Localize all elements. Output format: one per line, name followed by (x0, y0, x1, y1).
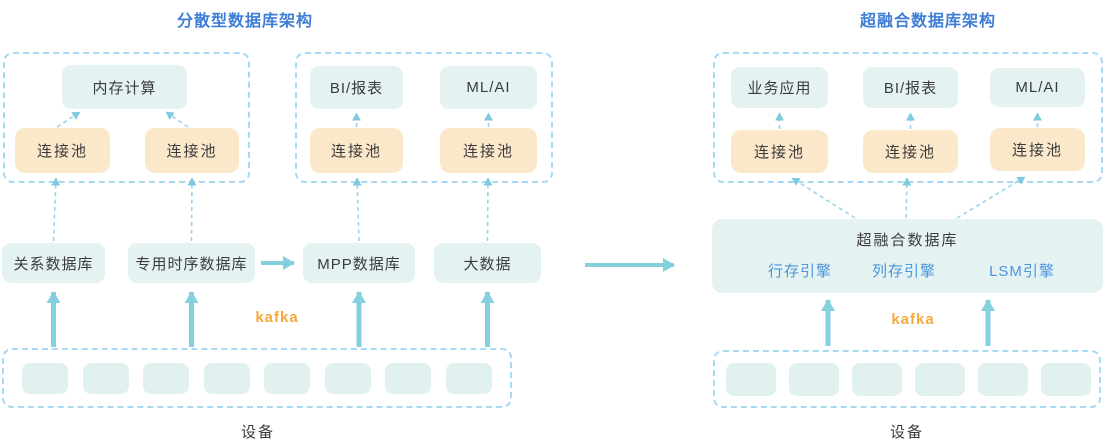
engine-lsm: LSM引擎 (989, 263, 1055, 280)
devices-label-right: 设备 (889, 424, 924, 441)
arrow-mpp-to-pool (352, 177, 362, 242)
device-chip (203, 362, 250, 394)
device-chip (22, 362, 68, 394)
engine-column-store: 列存引擎 (871, 263, 936, 280)
device-chip (726, 362, 776, 396)
device-chip (852, 362, 902, 396)
node-connection-pool-2: 连接池 (145, 128, 239, 173)
devices-container-right (713, 350, 1101, 408)
device-chip (143, 362, 189, 394)
node-connection-pool-4: 连接池 (440, 128, 537, 173)
arrow-hyperdb-to-pool-3 (956, 176, 1026, 219)
node-mpp-db: MPP数据库 (303, 243, 415, 283)
left-diagram-title: 分散型数据库架构 (176, 13, 313, 30)
device-chip (385, 362, 431, 394)
node-connection-pool-3: 连接池 (310, 128, 403, 173)
arrow-hyperdb-to-pool-2 (902, 177, 912, 219)
device-chip (789, 362, 839, 396)
left-group-memory-compute (3, 52, 250, 183)
node-business-app: 业务应用 (731, 67, 828, 108)
device-chip (978, 362, 1028, 396)
node-connection-pool-5: 连接池 (731, 130, 828, 173)
node-bi-report-right: BI/报表 (863, 67, 958, 108)
arrow-tsdb-to-pool (187, 177, 197, 242)
device-chip (324, 362, 371, 394)
node-timeseries-db: 专用时序数据库 (128, 243, 255, 283)
device-chip (264, 362, 310, 394)
device-chip (82, 362, 129, 394)
devices-left-chips (4, 350, 510, 406)
devices-right-chips (715, 352, 1099, 406)
node-big-data: 大数据 (434, 243, 541, 283)
engine-row-store: 行存引擎 (767, 263, 832, 280)
node-connection-pool-7: 连接池 (990, 128, 1085, 171)
left-group-bi-ml (295, 52, 553, 183)
devices-container-left (2, 348, 512, 408)
kafka-label-right: kafka (891, 311, 935, 328)
node-relational-db: 关系数据库 (2, 243, 105, 283)
arrow-bigdata-to-pool (483, 177, 493, 242)
arrow-hyperdb-to-pool-1 (791, 177, 856, 219)
node-bi-report-left: BI/报表 (310, 66, 403, 109)
right-diagram-title: 超融合数据库架构 (859, 13, 996, 30)
arrow-rdb-to-pool (51, 177, 61, 242)
node-connection-pool-6: 连接池 (863, 130, 958, 173)
node-ml-ai-left: ML/AI (440, 66, 537, 109)
kafka-label-left: kafka (255, 309, 299, 326)
device-chip (1041, 362, 1091, 396)
node-ml-ai-right: ML/AI (990, 68, 1085, 107)
node-hyperconverged-db: 超融合数据库 行存引擎 列存引擎 LSM引擎 (712, 219, 1103, 293)
device-chip (915, 362, 965, 396)
hyperconverged-db-title: 超融合数据库 (856, 232, 959, 249)
devices-label-left: 设备 (240, 424, 275, 441)
node-memory-compute: 内存计算 (62, 65, 187, 109)
node-connection-pool-1: 连接池 (15, 128, 110, 173)
device-chip (445, 362, 492, 394)
